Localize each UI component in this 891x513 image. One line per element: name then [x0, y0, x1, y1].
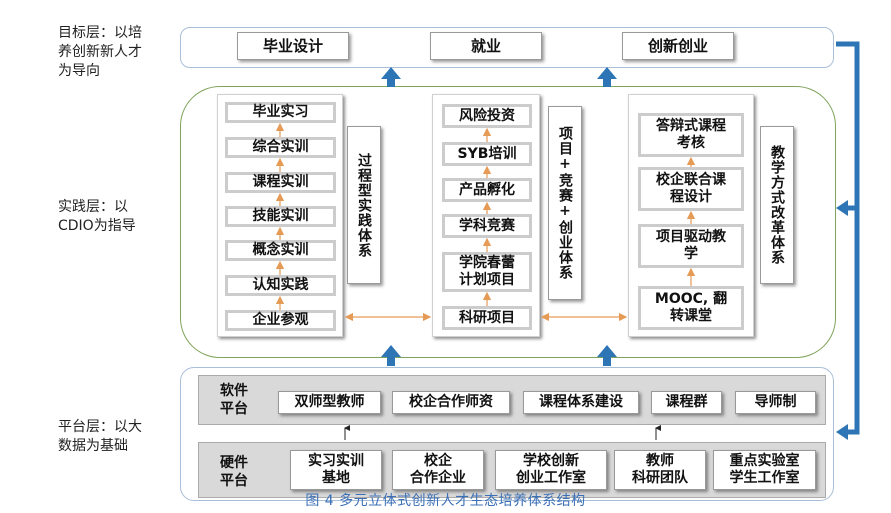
hardware-software-arrows [344, 425, 661, 440]
stage-venture-capital: 风险投资 [442, 104, 532, 128]
stage-product-incubation: 产品孵化 [442, 178, 532, 202]
hardware-training-base: 实习实训 基地 [290, 450, 382, 490]
stage-research-project: 科研项目 [442, 306, 532, 330]
stage-enterprise-visit: 企业参观 [225, 310, 336, 331]
stage-defense-assessment: 答辩式课程 考核 [638, 113, 744, 157]
project-system-label: 项目+竞赛+创业体系 [548, 106, 582, 300]
software-tutor-system: 导师制 [735, 391, 816, 414]
stage-syb-training: SYB培训 [442, 142, 532, 166]
stage-concept-training: 概念实训 [225, 240, 336, 261]
hardware-platform-title: 硬件 平台 [220, 455, 248, 489]
stage-graduation-internship: 毕业实习 [225, 102, 336, 123]
software-joint-faculty: 校企合作师资 [392, 391, 510, 414]
stage-comprehensive-training: 综合实训 [225, 137, 336, 158]
practice-layer-label: 实践层：以 CDIO为指导 [58, 199, 136, 234]
layer-up-arrows [381, 67, 617, 366]
software-curriculum-building: 课程体系建设 [523, 391, 639, 414]
goal-innovation-entrepreneurship: 创新创业 [622, 32, 734, 60]
stage-discipline-competition: 学科竞赛 [442, 214, 532, 238]
stage-skill-training: 技能实训 [225, 206, 336, 227]
hardware-research-team: 教师 科研团队 [614, 450, 706, 490]
teaching-reform-label: 教学方式改革体系 [760, 126, 794, 284]
hardware-partner-enterprises: 校企 合作企业 [392, 450, 484, 490]
stage-mooc-flipped-classroom: MOOC, 翻 转课堂 [638, 286, 744, 330]
stage-cognitive-practice: 认知实践 [225, 275, 336, 296]
software-platform-title: 软件 平台 [220, 383, 248, 417]
hardware-innovation-studio: 学校创新 创业工作室 [495, 450, 607, 490]
software-course-group: 课程群 [651, 391, 722, 414]
stage-course-training: 课程实训 [225, 172, 336, 193]
stage-joint-course-design: 校企联合课 程设计 [638, 167, 744, 211]
goal-employment: 就业 [430, 32, 542, 60]
goal-graduation-design: 毕业设计 [237, 32, 349, 60]
hardware-key-laboratory: 重点实验室 学生工作室 [713, 450, 816, 490]
platform-layer-label: 平台层：以大 数据为基础 [58, 419, 142, 454]
process-practice-label: 过程型实践体系 [347, 126, 381, 284]
feedback-bracket [836, 41, 860, 435]
stage-spring-bud-project: 学院春蕾 计划项目 [442, 252, 532, 292]
stage-project-driven-teaching: 项目驱动教 学 [638, 224, 744, 268]
figure-caption: 图 4 多元立体式创新人才生态培养体系结构 [305, 493, 586, 509]
goal-layer-label: 目标层：以培 养创新新人才 为导向 [58, 25, 142, 79]
software-dual-teachers: 双师型教师 [278, 391, 381, 414]
